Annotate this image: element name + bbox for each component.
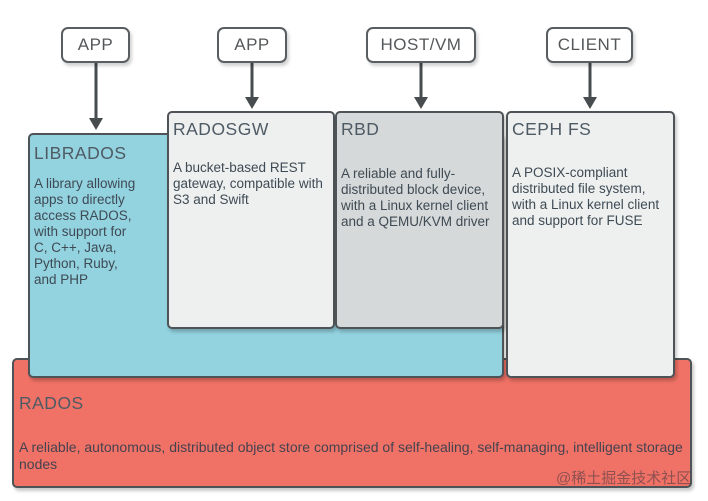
- node-host-vm-label: HOST/VM: [380, 35, 462, 54]
- arrow-app1-to-librados: [89, 63, 103, 130]
- node-app-2: APP: [217, 27, 287, 63]
- node-app-2-label: APP: [234, 35, 270, 54]
- node-client-label: CLIENT: [557, 35, 622, 54]
- arrow-stem: [419, 63, 423, 97]
- box-rados-description: A reliable, autonomous, distributed obje…: [19, 439, 683, 472]
- box-rbd-description: A reliable and fully- distributed block …: [341, 166, 490, 229]
- node-host-vm: HOST/VM: [366, 27, 476, 63]
- box-rbd-title: RBD: [341, 119, 380, 139]
- arrowhead-icon: [245, 97, 259, 109]
- box-rados: RADOS A reliable, autonomous, distribute…: [12, 358, 692, 488]
- box-rados-title: RADOS: [19, 393, 84, 413]
- node-app-1: APP: [61, 27, 130, 63]
- box-rbd: RBD A reliable and fully- distributed bl…: [335, 111, 504, 329]
- box-radosgw-title: RADOSGW: [173, 119, 269, 139]
- node-app-1-label: APP: [77, 35, 114, 54]
- box-radosgw-description: A bucket-based REST gateway, compatible …: [173, 160, 323, 207]
- arrow-stem: [250, 63, 254, 97]
- box-radosgw: RADOSGW A bucket-based REST gateway, com…: [167, 111, 335, 329]
- arrowhead-icon: [414, 97, 428, 109]
- box-cephfs: CEPH FS A POSIX-compliant distributed fi…: [506, 111, 675, 378]
- arrow-client-to-cephfs: [583, 63, 597, 109]
- juejin-watermark: @稀土掘金技术社区: [556, 470, 692, 487]
- arrow-hostvm-to-rbd: [414, 63, 428, 109]
- box-cephfs-description: A POSIX-compliant distributed file syste…: [512, 165, 660, 228]
- arrowhead-icon: [89, 118, 103, 130]
- box-librados-title: LIBRADOS: [34, 143, 127, 163]
- arrowhead-icon: [583, 97, 597, 109]
- box-cephfs-title: CEPH FS: [512, 119, 592, 139]
- node-client: CLIENT: [546, 27, 633, 63]
- arrow-stem: [588, 63, 592, 97]
- arrow-stem: [94, 63, 98, 118]
- arrow-app2-to-radosgw: [245, 63, 259, 109]
- box-librados-description: A library allowing apps to directly acce…: [34, 176, 136, 287]
